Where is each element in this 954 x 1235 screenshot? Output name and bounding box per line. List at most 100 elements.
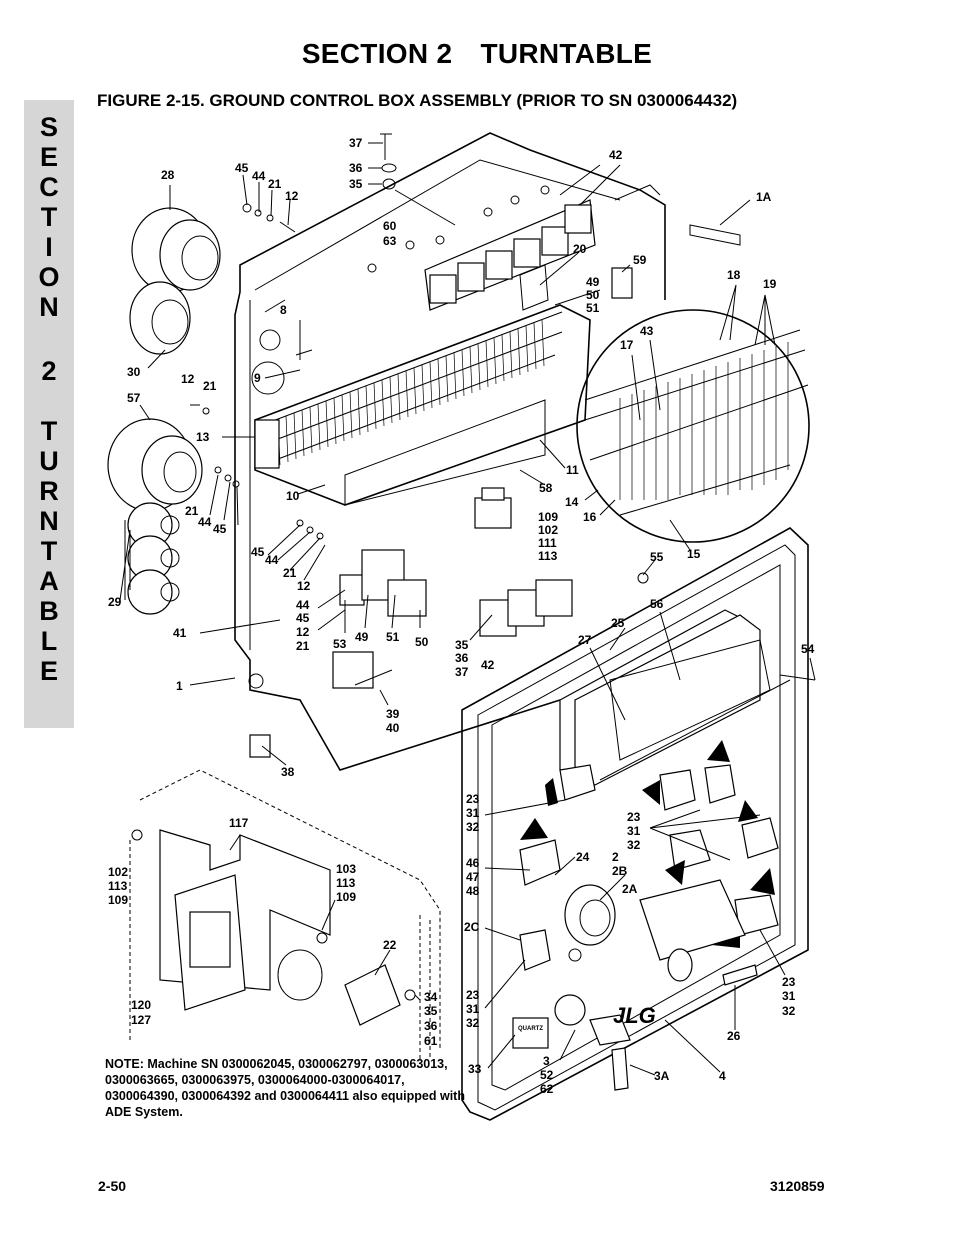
side-tab-letter: B [39,596,59,626]
callout-label: 42 [609,148,623,162]
callout-label: 21 [203,379,217,393]
callout-label: 103 [336,862,356,876]
terminal-strip [254,304,591,506]
side-tab-letter: O [38,262,60,292]
callout-label: 1 [176,679,183,693]
callout-label: 57 [127,391,141,405]
callout-label: 34 [424,990,438,1004]
callout-label: 32 [466,1016,480,1030]
terminal-detail-circle [576,309,810,543]
callout-label: 30 [127,365,141,379]
callout-label: 21 [283,566,297,580]
section-side-tab: S E C T I O N 2 T U R N T A B L E [24,100,74,728]
callout-label: 2 [612,850,619,864]
enclosure-panel [234,132,666,771]
callout-label: 54 [801,642,815,656]
callout-label: 36 [349,161,363,175]
callout-label: 10 [286,489,300,503]
side-tab-letter: E [39,142,58,172]
side-tab-letter: N [39,506,59,536]
callout-label: 13 [196,430,210,444]
jlg-logo: JLG [613,1003,656,1028]
callout-label: 41 [173,626,187,640]
callout-label: 47 [466,870,480,884]
section-title: SECTION 2 TURNTABLE [0,38,954,70]
side-tab-letter: R [39,476,59,506]
callout-label: 35 [424,1004,438,1018]
callout-label: 113 [336,876,356,890]
callout-label: 24 [576,850,590,864]
callout-label: 45 [296,611,310,625]
side-tab-letter: L [40,626,58,656]
control-panel [461,527,809,1121]
side-tab-letter: N [39,292,59,322]
callout-label: 32 [627,838,641,852]
callout-label: 31 [627,824,641,838]
callout-label: 49 [355,630,369,644]
ade-system-note: NOTE: Machine SN 0300062045, 0300062797,… [105,1057,465,1119]
callout-label: 23 [466,792,480,806]
quartz-label: QUARTZ [518,1026,543,1032]
callout-label: 51 [386,630,400,644]
callout-label: 117 [229,816,249,830]
callout-label: 15 [687,547,701,561]
side-tab-letter: T [40,416,58,446]
callout-label: 45 [251,545,265,559]
callout-label: 22 [383,938,397,952]
callout-label: 18 [727,268,741,282]
hardware [190,133,816,686]
callout-label: 109 [108,893,128,907]
callout-label: 36 [455,651,469,665]
callout-label: 23 [627,810,641,824]
callout-label: 38 [281,765,295,779]
callout-label: 40 [386,721,400,735]
callout-label: 12 [285,189,299,203]
callout-label: 35 [455,638,469,652]
callout-label: 2C [464,920,480,934]
callout-label: 4 [719,1069,726,1083]
callout-label: 23 [782,975,796,989]
callout-label: 42 [481,658,495,672]
callout-label: 58 [539,481,553,495]
callout-label: 50 [415,635,429,649]
callout-label: 25 [611,616,625,630]
callout-label: 32 [782,1004,796,1018]
callout-label: 120 [131,998,151,1012]
callout-label: 17 [620,338,634,352]
callout-label: 26 [727,1029,741,1043]
figure-title: FIGURE 2-15. GROUND CONTROL BOX ASSEMBLY… [97,91,738,110]
callout-label: 12 [181,372,195,386]
callout-label: 27 [578,633,592,647]
callout-label: 109 [538,510,558,524]
callout-label: 12 [296,625,310,639]
callout-label: 44 [198,515,212,529]
callout-label: 1A [756,190,772,204]
side-tab-letter: I [45,232,53,262]
callout-label: 48 [466,884,480,898]
callout-label: 12 [297,579,311,593]
callout-label: 9 [254,371,261,385]
callout-label: 19 [763,277,777,291]
side-tab-letter: T [40,536,58,566]
callout-label: 50 [586,288,600,302]
side-tab-letter: 2 [41,356,57,386]
callout-label: 35 [349,177,363,191]
callout-label: 37 [455,665,469,679]
callout-label: 113 [108,879,128,893]
callout-label: 43 [640,324,654,338]
side-tab-letter: U [39,446,59,476]
callout-label: 39 [386,707,400,721]
callout-label: 44 [252,169,266,183]
callout-label: 52 [540,1068,554,1082]
callout-label: 61 [424,1034,438,1048]
callout-label: 102 [108,865,128,879]
exploded-view-drawing: JLG QUARTZ [107,132,816,1121]
callout-label: 31 [466,1002,480,1016]
page-number: 2-50 [98,1178,127,1194]
section-name: TURNTABLE [480,38,653,69]
callout-label: 44 [296,598,310,612]
callout-label: 45 [213,522,227,536]
callout-label: 56 [650,597,664,611]
callout-label: 45 [235,161,249,175]
